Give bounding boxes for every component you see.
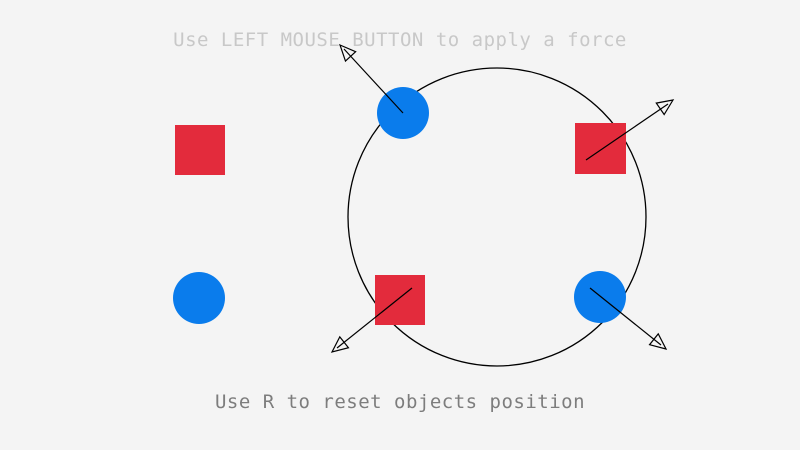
force-square-bottom [330, 287, 413, 353]
force-circle-upper-shaft [343, 48, 404, 114]
body-square-bottom-on-ring[interactable] [375, 275, 425, 325]
constraint-circle-outline [347, 67, 647, 367]
body-circle-bottom-right-on-ring[interactable] [574, 271, 626, 323]
force-circle-bottom-right-shaft [589, 287, 662, 346]
force-square-bottom-shaft [336, 287, 413, 349]
force-circle-bottom-right-arrowhead [648, 332, 668, 350]
body-square-right-on-ring[interactable] [575, 123, 626, 174]
force-circle-upper [338, 43, 404, 114]
force-vector-overlay-group [330, 43, 675, 353]
body-group[interactable] [173, 87, 626, 325]
force-circle-bottom-right [589, 287, 668, 350]
hint-apply-force-text: Use LEFT MOUSE BUTTON to apply a force [173, 29, 627, 51]
hint-reset-text: Use R to reset objects position [214, 391, 586, 413]
force-circle-upper-arrowhead [338, 43, 357, 63]
force-square-right-arrowhead [655, 99, 675, 116]
body-circle-left-lower[interactable] [173, 272, 225, 324]
force-square-right [585, 99, 675, 161]
force-square-right-shaft [585, 103, 669, 161]
body-square-left-upper[interactable] [175, 125, 225, 175]
force-square-bottom-arrowhead [330, 335, 350, 353]
